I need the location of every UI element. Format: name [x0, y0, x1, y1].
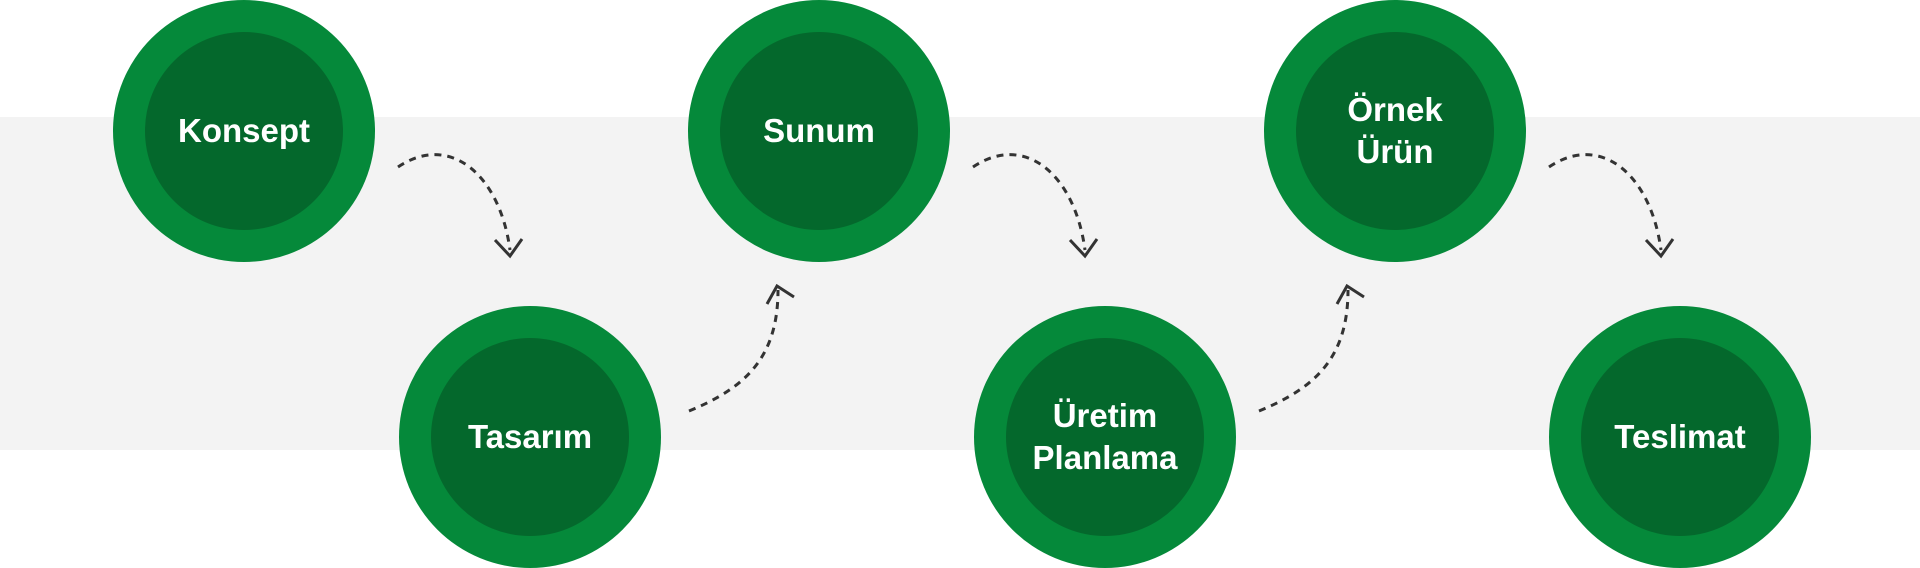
- step-label: Örnek Ürün: [1347, 91, 1443, 170]
- step-label: Üretim Planlama: [1032, 397, 1178, 476]
- step-label: Teslimat: [1614, 418, 1746, 455]
- step-core: Örnek Ürün: [1296, 32, 1494, 230]
- step-core: Teslimat: [1581, 338, 1779, 536]
- step-label: Sunum: [763, 112, 875, 149]
- step-label: Tasarım: [467, 418, 593, 455]
- step-tasarim[interactable]: Tasarım: [399, 306, 661, 568]
- step-core: Üretim Planlama: [1006, 338, 1204, 536]
- step-core: Konsept: [145, 32, 343, 230]
- step-core: Tasarım: [431, 338, 629, 536]
- step-uretim-planlama[interactable]: Üretim Planlama: [974, 306, 1236, 568]
- step-konsept[interactable]: Konsept: [113, 0, 375, 262]
- step-teslimat[interactable]: Teslimat: [1549, 306, 1811, 568]
- step-ornek-urun[interactable]: Örnek Ürün: [1264, 0, 1526, 262]
- step-core: Sunum: [720, 32, 918, 230]
- step-sunum[interactable]: Sunum: [688, 0, 950, 262]
- step-label: Konsept: [178, 112, 310, 149]
